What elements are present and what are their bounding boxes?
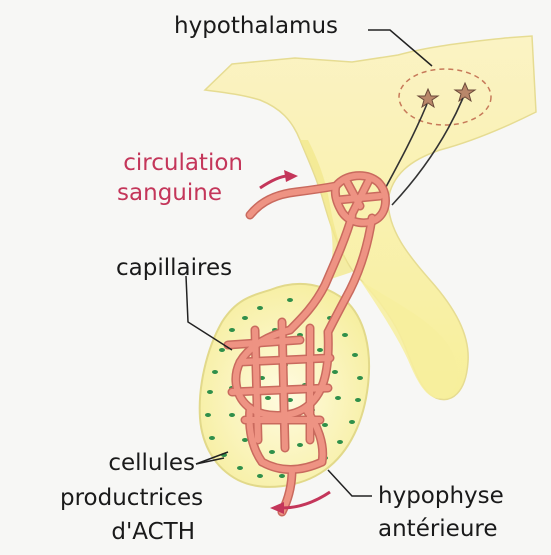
label-productrices: productrices: [60, 485, 195, 511]
blood-flow-arrow-out: [270, 492, 330, 514]
label-cellules: cellules: [60, 450, 195, 476]
label-anterieure: antérieure: [378, 516, 498, 542]
leader-hypophyse: [328, 470, 372, 496]
label-acth: d'ACTH: [60, 519, 195, 545]
label-hypothalamus: hypothalamus: [174, 13, 338, 39]
label-circulation: circulation: [98, 150, 243, 176]
blood-flow-arrow-in: [260, 170, 298, 188]
label-sanguine: sanguine: [98, 180, 222, 206]
label-capillaires: capillaires: [116, 255, 232, 281]
label-hypophyse: hypophyse: [378, 483, 504, 509]
